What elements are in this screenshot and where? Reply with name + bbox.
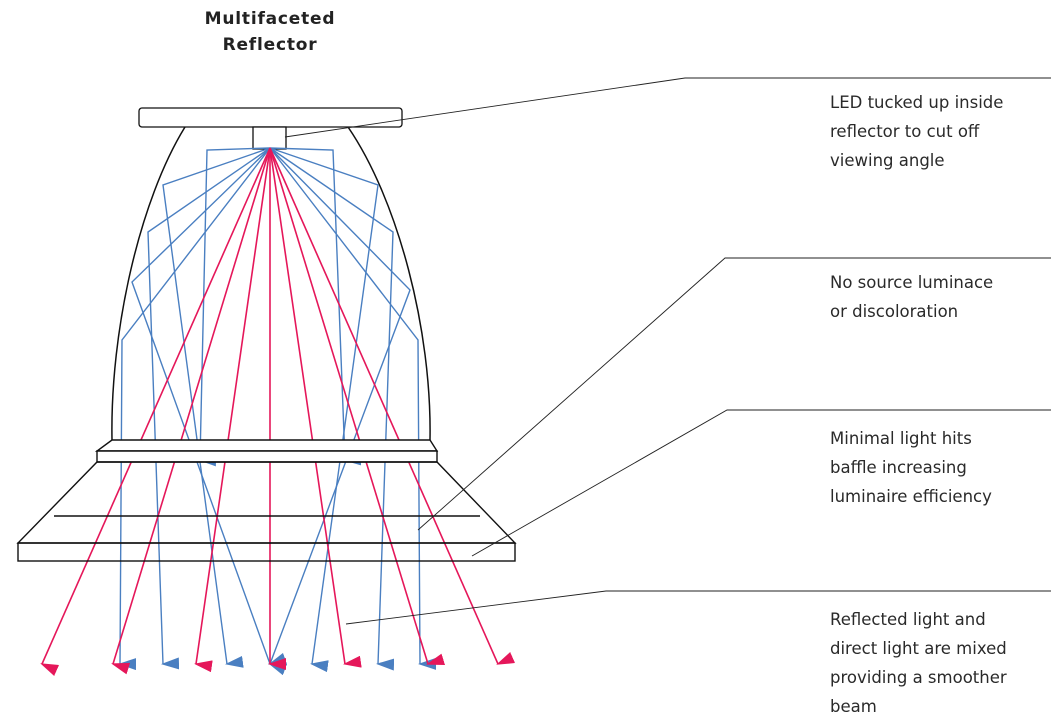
direct-ray <box>194 147 271 673</box>
reflected-ray <box>131 147 288 665</box>
callout-baffle-line: Minimal light hits <box>830 429 972 448</box>
baffle <box>16 439 517 562</box>
direct-ray <box>269 147 362 668</box>
direct-rays <box>40 147 516 676</box>
led-source <box>252 126 287 150</box>
callout-luminance-line: No source luminace <box>830 273 994 292</box>
leader-line-luminance <box>417 257 1051 531</box>
direct-ray <box>269 147 446 666</box>
title-line-1: Multifaceted <box>204 9 336 29</box>
reflected-ray <box>269 147 437 670</box>
callout-led: LED tucked up inside reflector to cut of… <box>830 88 1050 175</box>
callout-baffle-line: baffle increasing <box>830 458 967 477</box>
direct-ray <box>111 147 271 675</box>
diagram-title: Multifaceted Reflector <box>175 6 365 58</box>
reflected-ray <box>198 147 271 467</box>
reflected-ray <box>162 147 271 668</box>
callout-led-line: LED tucked up inside <box>830 93 1004 112</box>
leader-lines <box>284 77 1051 625</box>
callout-beam-line: providing a smoother <box>830 668 1007 687</box>
direct-ray <box>40 147 271 676</box>
reflected-ray <box>268 147 411 676</box>
callout-led-line: viewing angle <box>830 151 945 170</box>
callout-beam-line: beam <box>830 697 877 716</box>
mounting-plate <box>138 107 403 128</box>
reflected-ray <box>118 147 271 671</box>
callout-luminance-line: or discoloration <box>830 302 959 321</box>
direct-ray <box>269 147 516 665</box>
reflected-ray <box>269 147 379 673</box>
reflected-ray <box>269 147 395 671</box>
reflected-ray <box>269 147 362 466</box>
callout-baffle: Minimal light hits baffle increasing lum… <box>830 424 1050 511</box>
callout-luminance: No source luminace or discoloration <box>830 268 1050 326</box>
callout-led-line: reflector to cut off <box>830 122 980 141</box>
reflector-body <box>111 126 431 441</box>
callout-beam-line: direct light are mixed <box>830 639 1007 658</box>
title-line-2: Reflector <box>222 35 318 55</box>
callout-beam: Reflected light and direct light are mix… <box>830 605 1050 721</box>
leader-line-beam <box>345 590 1051 625</box>
callout-baffle-line: luminaire efficiency <box>830 487 992 506</box>
leader-line-led <box>284 77 1051 138</box>
reflected-rays <box>118 147 437 676</box>
reflected-ray <box>147 147 271 670</box>
callout-beam-line: Reflected light and <box>830 610 986 629</box>
leader-line-baffle <box>471 409 1051 557</box>
